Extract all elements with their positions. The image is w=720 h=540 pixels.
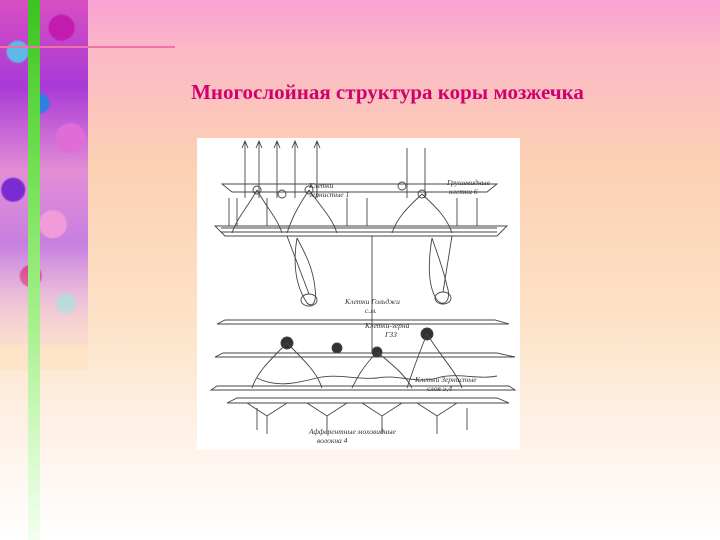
layer-plane-5 [209, 385, 517, 391]
diagram-drawing: Клетки зернистые 1 Грушевидные клетки 6 … [209, 139, 517, 445]
label-stellate-cells-line2: слоя 5,4 [427, 384, 452, 393]
layer-plane-3 [216, 319, 510, 325]
label-basket-cells-line1: Клетки Гольджи [344, 297, 400, 306]
layer-plane-4 [214, 352, 516, 358]
label-purkinje-cells-line1: Грушевидные [446, 178, 491, 187]
label-afferent-fibers-line2: волокна 4 [317, 436, 348, 445]
decorative-pink-line [0, 46, 175, 48]
cerebellar-cortex-diagram: Клетки зернистые 1 Грушевидные клетки 6 … [197, 138, 520, 450]
label-golgi-cells-line1: Клетки-зерна [364, 321, 410, 330]
label-granule-cells-line2: зернистые 1 [308, 190, 349, 199]
layer-plane-2 [213, 225, 509, 237]
decorative-fade [0, 250, 88, 370]
label-golgi-cells-line2: ГЗЗ [384, 330, 397, 339]
label-purkinje-cells-line2: клетки 6 [449, 187, 478, 196]
label-stellate-cells-line1: Клетки Зернистые [414, 375, 477, 384]
slide-title: Многослойная структура коры мозжечка [191, 80, 584, 104]
decorative-green-bar [28, 0, 40, 540]
label-granule-cells-line1: Клетки [308, 181, 334, 190]
layer-plane-6 [226, 397, 510, 404]
label-basket-cells-line2: с.м. [365, 306, 377, 315]
label-afferent-fibers-line1: Афферентные моховидные [308, 427, 397, 436]
